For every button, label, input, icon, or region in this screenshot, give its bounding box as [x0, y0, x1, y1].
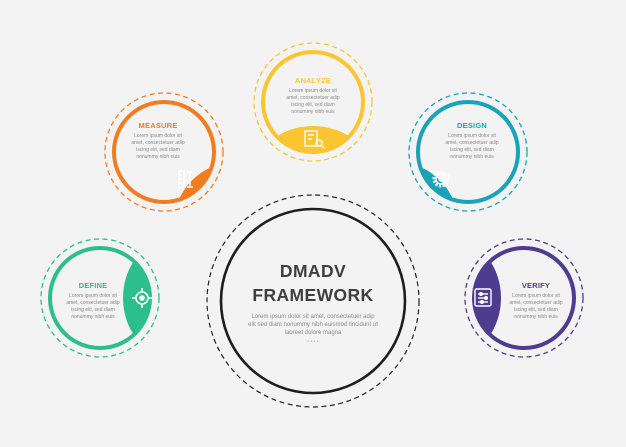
analyze-ring	[261, 50, 365, 154]
design-body-line: nonummy nibh euis	[450, 154, 494, 160]
measure-body-line: amet, consectetuer adip	[131, 140, 185, 146]
verify-body-line: nonummy nibh euis	[514, 314, 558, 320]
design-body-line: amet, consectetuer adip	[445, 140, 499, 146]
define-body-line: iscing elit, sed diam	[71, 307, 115, 313]
ruler-measure-icon	[178, 170, 193, 189]
design-body-line: Lorem ipsum dolor sit	[448, 133, 496, 139]
center-body-line: laoreet dolore magna	[285, 330, 342, 336]
center-dots: • • • •	[307, 339, 318, 345]
crosshair-target-icon	[132, 288, 152, 308]
measure-dashed-ring	[104, 92, 224, 212]
design-ring	[416, 100, 520, 204]
analyze-body-line: Lorem ipsum dolor sit	[289, 88, 337, 94]
define-dashed-ring	[40, 238, 160, 358]
measure-title: MEASURE	[139, 121, 178, 130]
analyze-body-line: nonummy nibh euis	[291, 109, 335, 115]
verify-body-line: amet, consectetuer adip	[509, 300, 563, 306]
measure-ring	[112, 100, 216, 204]
center-outer-dashed-ring	[206, 194, 420, 408]
center-body-line: Lorem ipsum dolor sit amet, consectetuer…	[251, 314, 375, 320]
center-title-line1: DMADV	[280, 261, 346, 281]
define-body-line: Lorem ipsum dolor sit	[69, 293, 117, 299]
design-title: DESIGN	[457, 121, 487, 130]
step-analyze: ANALYZE Lorem ipsum dolor sit amet, cons…	[253, 42, 373, 162]
center-title-line2: FRAMEWORK	[252, 285, 373, 305]
document-analysis-icon	[304, 130, 325, 149]
verify-dashed-ring	[464, 238, 584, 358]
center-inner-ring	[219, 207, 407, 395]
analyze-title: ANALYZE	[295, 76, 331, 85]
measure-body-line: nonummy nibh euis	[136, 154, 180, 160]
verify-body-line: Lorem ipsum dolor sit	[512, 293, 560, 299]
define-body-line: nonummy nibh euis	[71, 314, 115, 320]
step-verify: VERIFY Lorem ipsum dolor sit amet, conse…	[464, 238, 584, 358]
measure-body-line: Lorem ipsum dolor sit	[134, 133, 182, 139]
settings-sliders-icon	[474, 288, 492, 307]
analyze-body-line: iscing elit, sed diam	[291, 102, 335, 108]
analyze-dashed-ring	[253, 42, 373, 162]
define-body-line: amet, consectetuer adip	[66, 300, 120, 306]
center-node: DMADV FRAMEWORK Lorem ipsum dolor sit am…	[206, 194, 420, 408]
design-dashed-ring	[408, 92, 528, 212]
measure-body-line: iscing elit, sed diam	[136, 147, 180, 153]
center-body-line: elit sed diam nonummy nibh euismod tinci…	[248, 322, 378, 328]
design-body-line: iscing elit, sed diam	[450, 147, 494, 153]
verify-title: VERIFY	[522, 281, 550, 290]
verify-ring	[472, 246, 576, 350]
gear-icon	[432, 170, 450, 188]
verify-body-line: iscing elit, sed diam	[514, 307, 558, 313]
define-title: DEFINE	[79, 281, 108, 290]
analyze-body-line: amet, consectetuer adip	[286, 95, 340, 101]
step-define: DEFINE Lorem ipsum dolor sit amet, conse…	[40, 238, 160, 358]
